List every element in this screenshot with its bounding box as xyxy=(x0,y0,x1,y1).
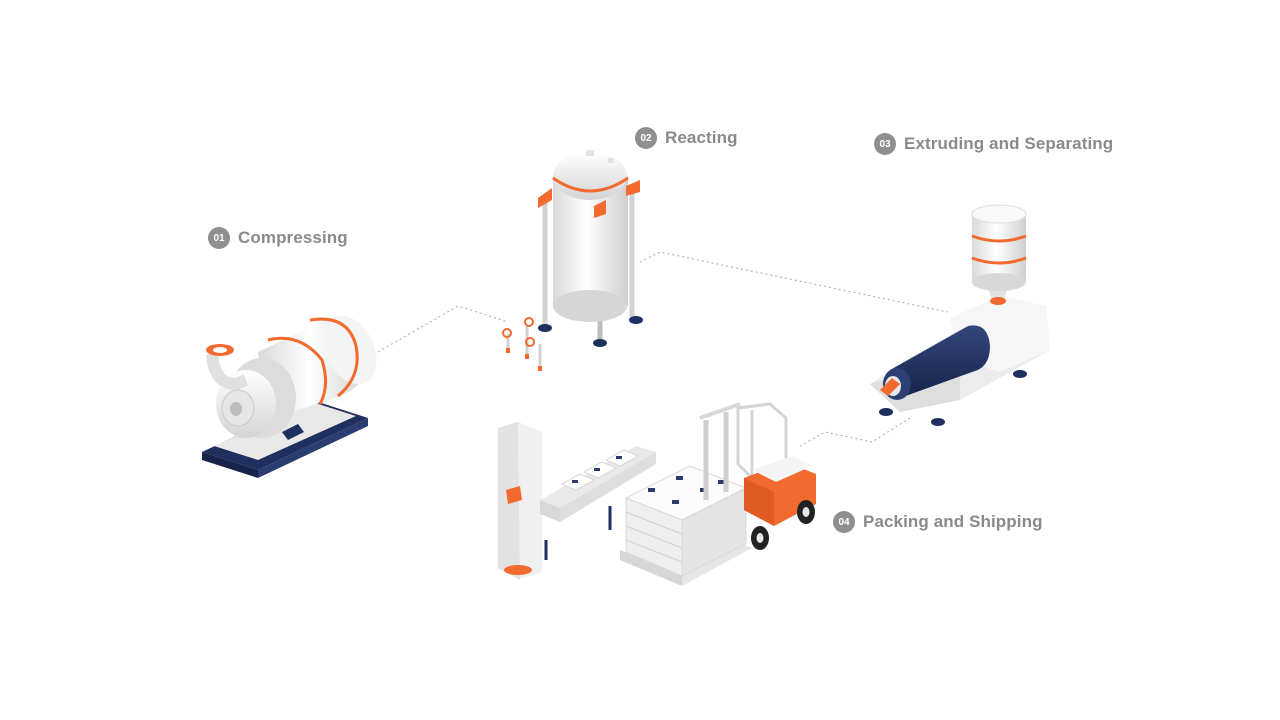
step-03-label: 03 Extruding and Separating xyxy=(874,133,1113,155)
reactor-tank xyxy=(502,150,643,371)
forklift xyxy=(699,402,816,550)
step-number-badge: 03 xyxy=(874,133,896,155)
connector-react-extrude xyxy=(639,251,949,313)
step-title: Reacting xyxy=(665,128,738,147)
connector-lines xyxy=(377,251,949,447)
connector-extrude-pack xyxy=(799,417,911,447)
step-04-label: 04 Packing and Shipping xyxy=(833,511,1043,533)
step-title: Extruding and Separating xyxy=(904,134,1114,153)
step-02-label: 02 Reacting xyxy=(635,127,738,149)
step-title: Compressing xyxy=(238,228,348,247)
step-number-badge: 01 xyxy=(208,227,230,249)
extruder-machine xyxy=(870,204,1050,426)
bag-stack xyxy=(624,465,748,577)
step-number-badge: 04 xyxy=(833,511,855,533)
connector-compress-react xyxy=(377,305,509,353)
valve-cluster xyxy=(502,317,542,371)
step-01-label: 01 Compressing xyxy=(208,227,348,249)
compressor-machine xyxy=(202,315,377,478)
packing-line xyxy=(498,422,752,586)
step-title: Packing and Shipping xyxy=(863,512,1043,531)
step-number-badge: 02 xyxy=(635,127,657,149)
